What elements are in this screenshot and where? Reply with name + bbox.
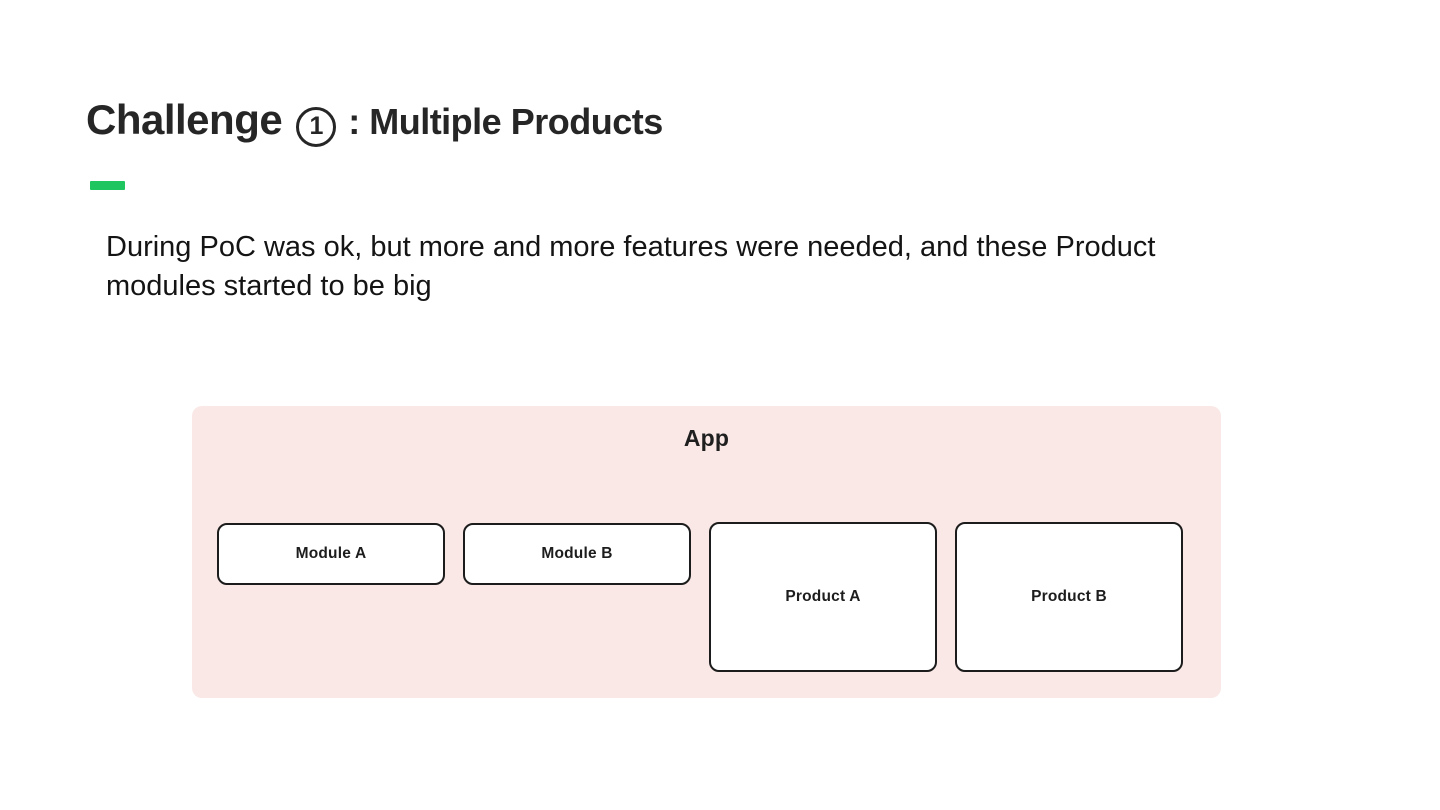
box-module-a-label: Module A	[295, 545, 367, 562]
page-title: Challenge 1 : Multiple Products	[86, 96, 663, 147]
box-module-b-label: Module B	[541, 545, 613, 562]
box-product-b: Product B	[955, 522, 1183, 672]
page-title-text: Challenge	[86, 96, 283, 143]
body-line-2: modules started to be big	[106, 270, 432, 302]
title-accent-dash	[90, 181, 125, 190]
app-container-label: App	[683, 425, 730, 451]
box-product-a: Product A	[709, 522, 937, 672]
page-title-suffix: : Multiple Products	[348, 101, 663, 142]
body-paragraph: During PoC was ok, but more and more fea…	[106, 228, 1155, 306]
circled-one-digit: 1	[309, 112, 324, 140]
box-product-a-label: Product A	[785, 588, 861, 605]
box-module-a: Module A	[217, 523, 445, 585]
app-container-box: App Module A Module B Product A Product …	[192, 406, 1221, 698]
circled-one-icon: 1	[296, 106, 337, 147]
box-product-b-label: Product B	[1031, 588, 1107, 605]
body-line-1: During PoC was ok, but more and more fea…	[106, 231, 1156, 263]
box-module-b: Module B	[463, 523, 691, 585]
